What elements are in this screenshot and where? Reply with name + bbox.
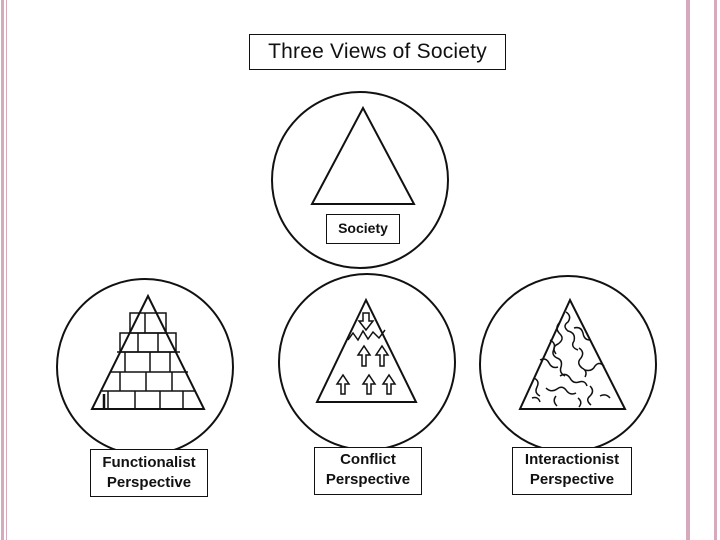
label-line: Functionalist bbox=[91, 453, 207, 473]
conflict-crack-line bbox=[348, 330, 385, 340]
upward-arrow-icon bbox=[376, 346, 388, 366]
upward-arrow-icon bbox=[383, 375, 395, 394]
upward-arrow-icon bbox=[363, 375, 375, 394]
interactionist-perspective-label: Interactionist Perspective bbox=[512, 447, 632, 495]
functionalist-figure bbox=[57, 279, 233, 455]
downward-arrow-icon bbox=[359, 313, 373, 330]
label-line: Conflict bbox=[315, 450, 421, 470]
label-line: Perspective bbox=[513, 470, 631, 490]
interactionist-figure bbox=[480, 276, 656, 452]
conflict-figure bbox=[279, 274, 455, 450]
upward-arrow-icon bbox=[337, 375, 349, 394]
society-label: Society bbox=[326, 214, 400, 244]
functionalist-perspective-label: Functionalist Perspective bbox=[90, 449, 208, 497]
diagram-title: Three Views of Society bbox=[249, 34, 506, 70]
upward-arrow-icon bbox=[358, 346, 370, 366]
label-line: Perspective bbox=[315, 470, 421, 490]
label-line: Perspective bbox=[91, 473, 207, 493]
conflict-perspective-label: Conflict Perspective bbox=[314, 447, 422, 495]
interactionist-puzzle-pieces bbox=[532, 312, 610, 407]
society-triangle bbox=[312, 108, 414, 204]
label-line: Interactionist bbox=[513, 450, 631, 470]
functionalist-circle bbox=[57, 279, 233, 455]
